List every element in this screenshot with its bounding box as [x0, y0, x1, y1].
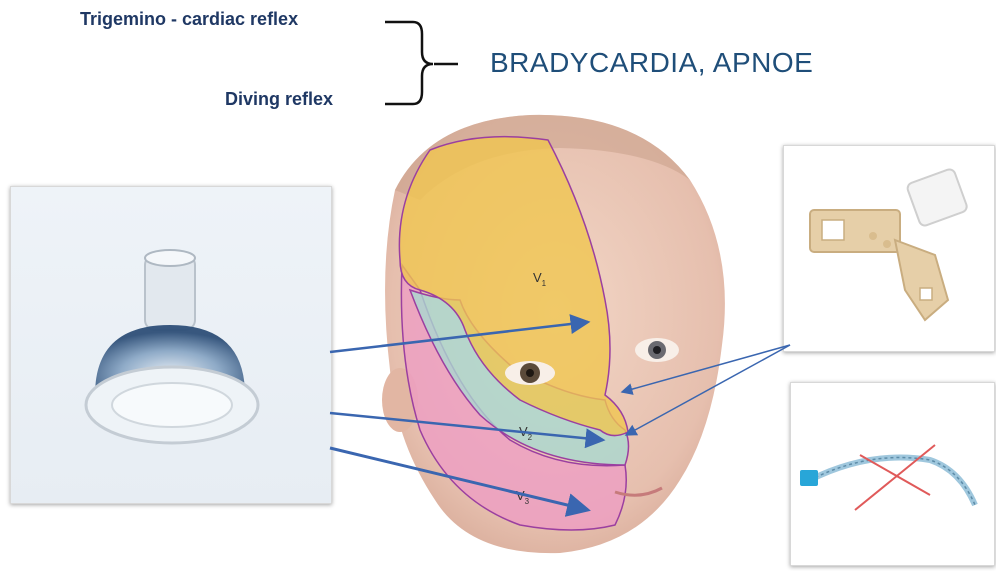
curly-brace-icon — [385, 22, 433, 104]
baby-face-icon — [382, 115, 725, 553]
face-mask-icon — [86, 250, 258, 443]
endotracheal-tube-icon — [800, 445, 975, 510]
laryngeal-device-icon — [810, 168, 968, 320]
